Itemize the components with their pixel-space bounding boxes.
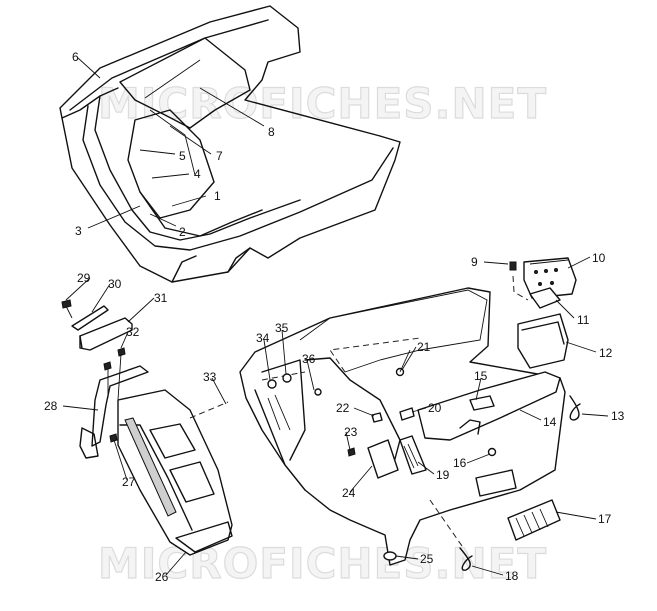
callout-5: 5 xyxy=(179,149,186,163)
callout-36: 36 xyxy=(302,352,316,366)
callout-6: 6 xyxy=(72,50,79,64)
callout-8: 8 xyxy=(268,125,275,139)
seat-assembly xyxy=(59,5,401,283)
watermark-top: MICROFICHES.NET xyxy=(98,79,547,128)
callout-30: 30 xyxy=(108,277,122,291)
main-panel-assembly xyxy=(239,287,581,571)
callout-32: 32 xyxy=(126,325,140,339)
side-panel-assembly xyxy=(61,299,233,556)
callout-27: 27 xyxy=(122,475,136,489)
callout-25: 25 xyxy=(420,552,434,566)
callout-numbers: 1 2 3 4 5 6 7 8 9 10 11 12 13 14 15 16 1… xyxy=(44,50,625,584)
callout-9: 9 xyxy=(471,255,478,269)
callout-22: 22 xyxy=(336,401,350,415)
callout-34: 34 xyxy=(256,331,270,345)
storage-box-assembly xyxy=(509,257,577,369)
callout-28: 28 xyxy=(44,399,58,413)
callout-3: 3 xyxy=(75,224,82,238)
callout-2: 2 xyxy=(179,225,186,239)
callout-21: 21 xyxy=(417,340,431,354)
callout-1: 1 xyxy=(214,189,221,203)
callout-35: 35 xyxy=(275,321,289,335)
callout-23: 23 xyxy=(344,425,358,439)
callout-18: 18 xyxy=(505,569,519,583)
callout-14: 14 xyxy=(543,415,557,429)
callout-24: 24 xyxy=(342,486,356,500)
callout-13: 13 xyxy=(611,409,625,423)
callout-19: 19 xyxy=(436,468,450,482)
callout-7: 7 xyxy=(216,149,223,163)
callout-10: 10 xyxy=(592,251,606,265)
callout-4: 4 xyxy=(194,167,201,181)
callout-16: 16 xyxy=(453,456,467,470)
callout-29: 29 xyxy=(77,271,91,285)
callout-31: 31 xyxy=(154,291,168,305)
callout-15: 15 xyxy=(474,369,488,383)
watermark-bottom: MICROFICHES.NET xyxy=(98,539,547,588)
callout-26: 26 xyxy=(155,570,169,584)
callout-20: 20 xyxy=(428,401,442,415)
callout-11: 11 xyxy=(577,313,590,327)
callout-17: 17 xyxy=(598,512,612,526)
callout-33: 33 xyxy=(203,370,217,384)
leader-lines xyxy=(62,57,609,576)
callout-12: 12 xyxy=(599,346,613,360)
